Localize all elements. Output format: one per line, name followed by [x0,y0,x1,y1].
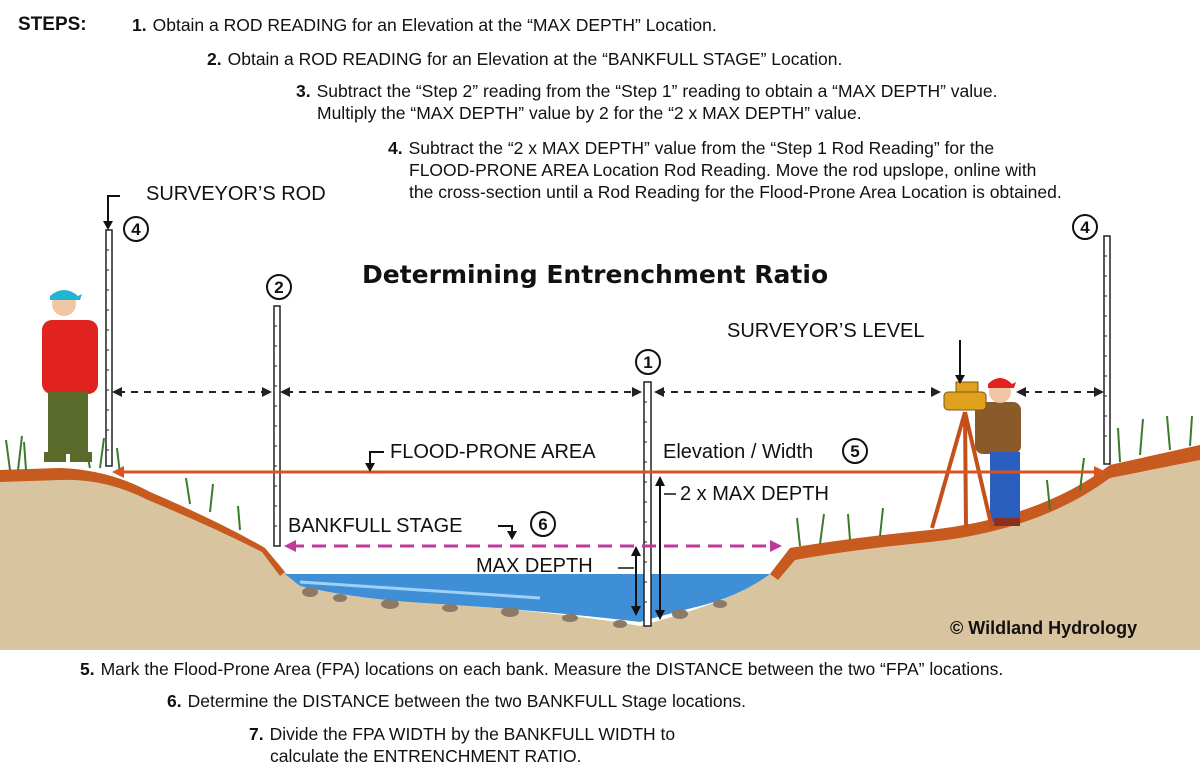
right-surveyor-figure [975,378,1021,526]
step-1: 1.Obtain a ROD READING for an Elevation … [132,15,717,35]
step-6: 6.Determine the DISTANCE between the two… [167,691,746,711]
flood-prone-area-label: FLOOD-PRONE AREA [390,441,596,463]
steps-label: STEPS: [18,14,87,35]
marker-circles [123,214,1098,537]
marker-5 [842,438,868,464]
step-5: 5.Mark the Flood-Prone Area (FPA) locati… [80,659,1004,679]
marker-5-label: 5 [850,442,859,461]
step-4-line-3: the cross-section until a Rod Reading fo… [409,182,1062,202]
step-7-line-2: calculate the ENTRENCHMENT RATIO. [270,746,582,766]
right-bank-layer [770,445,1200,580]
surveyors-rod-label: SURVEYOR’S ROD [146,183,326,205]
rod-1 [643,381,652,627]
rod-4-right [1103,235,1111,465]
step-4: 4.Subtract the “2 x MAX DEPTH” value fro… [388,138,995,158]
surveyors-level-instrument [930,381,994,529]
step-3-line-2: Multiply the “MAX DEPTH” value by 2 for … [317,103,862,123]
depth-arrows [635,482,661,616]
two-max-depth-label: 2 x MAX DEPTH [680,483,829,505]
max-depth-label: MAX DEPTH [476,555,593,577]
soil-profile [0,445,1200,650]
step-2: 2.Obtain a ROD READING for an Elevation … [207,49,843,69]
step-3: 3.Subtract the “Step 2” reading from the… [296,81,998,101]
marker-1-label: 1 [643,353,652,372]
step-4-line-2: FLOOD-PRONE AREA Location Rod Reading. M… [409,160,1037,180]
marker-6 [530,511,556,537]
marker-2 [266,274,292,300]
left-bank-layer [0,468,285,576]
marker-6-label: 6 [538,515,547,534]
rod-4-left [105,229,113,467]
marker-4-right-label: 4 [1080,218,1090,237]
marker-2-label: 2 [274,278,283,297]
step-7: 7.Divide the FPA WIDTH by the BANKFULL W… [249,724,676,744]
diagram-title: Determining Entrenchment Ratio [362,260,828,289]
marker-1 [635,349,661,375]
bankfull-stage-label: BANKFULL STAGE [288,515,463,537]
elevation-width-label: Elevation / Width [663,441,813,463]
marker-4-left [123,216,149,242]
copyright-label: © Wildland Hydrology [950,618,1137,638]
stream-bed-stones [302,587,727,628]
left-surveyor-figure [42,290,98,462]
marker-4-right [1072,214,1098,240]
marker-4-left-label: 4 [131,220,141,239]
surveyors-level-label: SURVEYOR’S LEVEL [727,320,925,342]
